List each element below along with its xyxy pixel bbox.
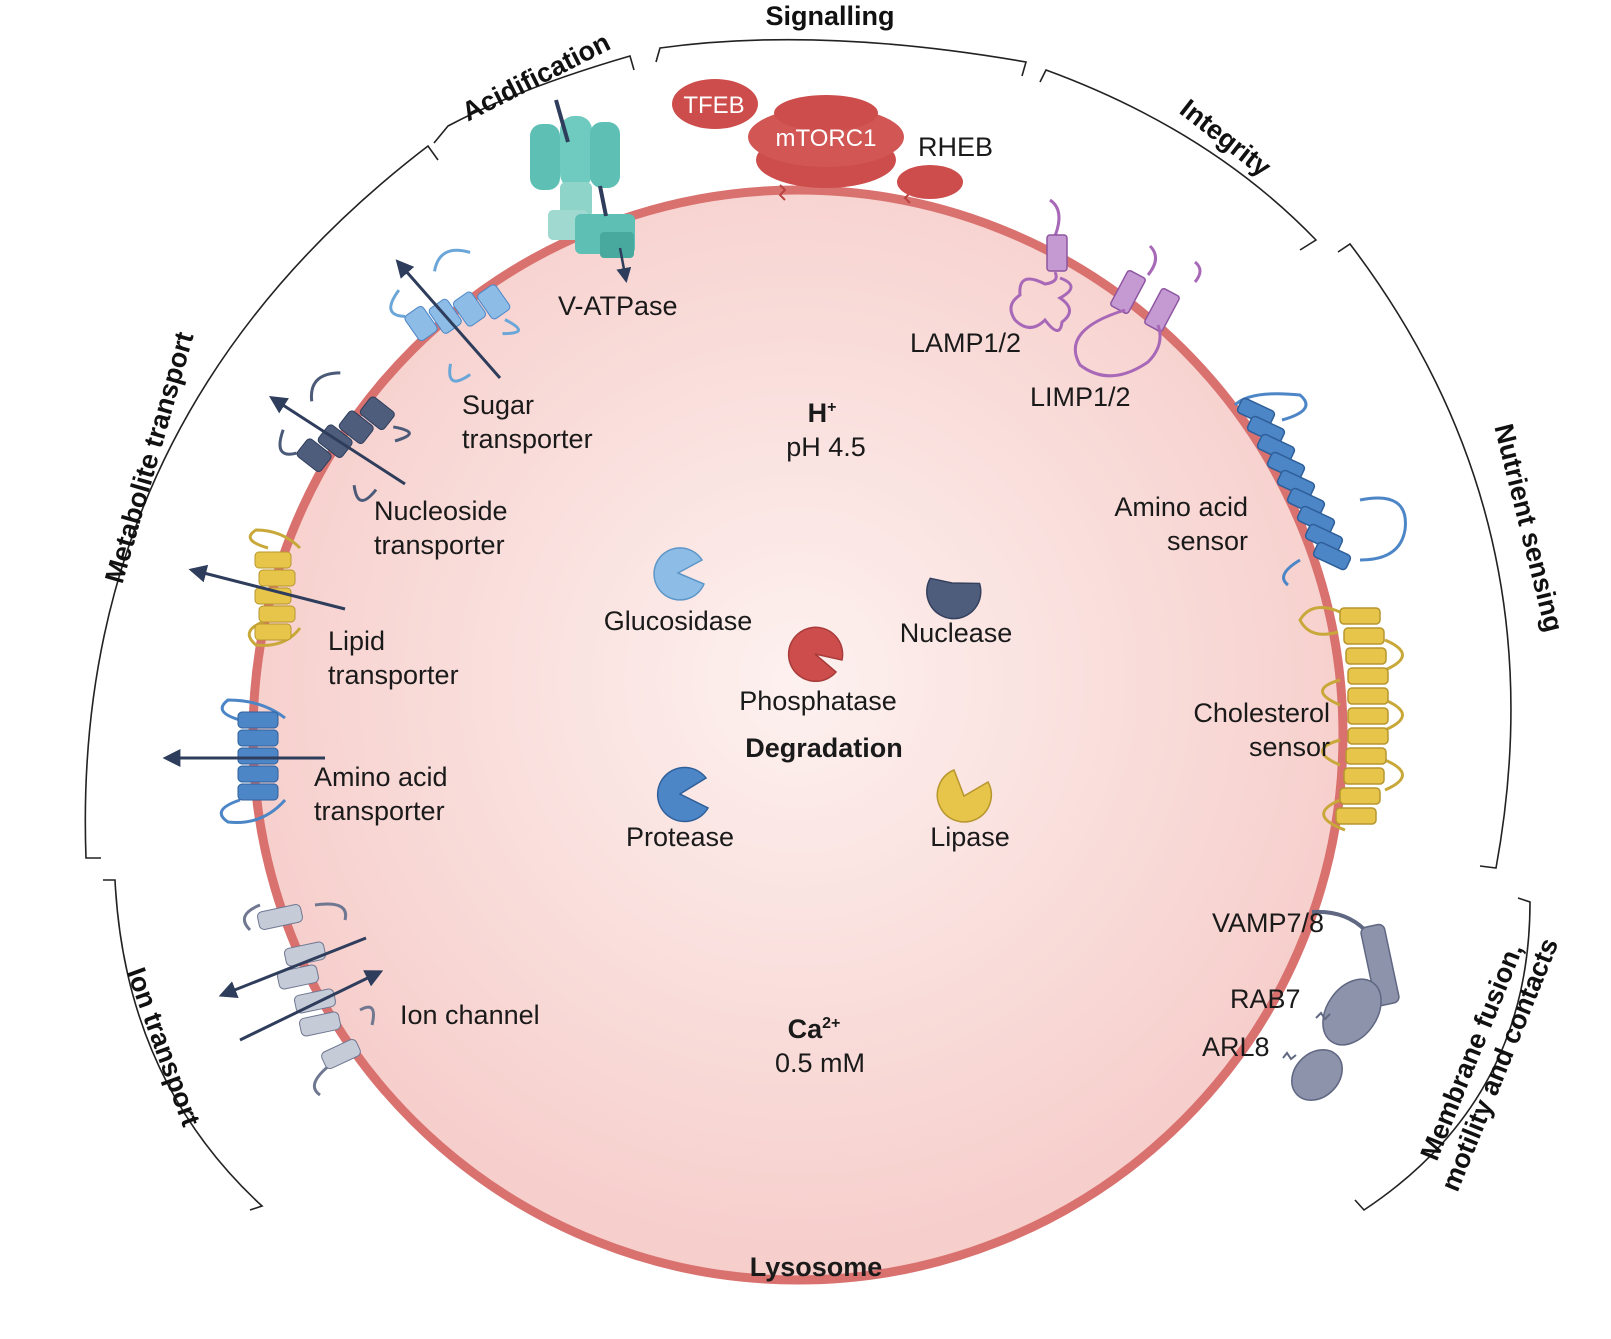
cholesterol-sensor-label-2: sensor xyxy=(1249,732,1330,762)
protease-label: Protease xyxy=(626,822,734,852)
ion-arrow-in xyxy=(239,970,384,1042)
tfeb-protein xyxy=(672,79,758,129)
sugar-transporter-label-2: transporter xyxy=(462,424,593,454)
amino-acid-transporter-protein xyxy=(219,698,287,825)
limp-protein xyxy=(1073,244,1202,378)
category-signalling: Signalling xyxy=(765,1,894,31)
phosphatase-label: Phosphatase xyxy=(739,686,897,716)
nucleoside-transporter-label-1: Nucleoside xyxy=(374,496,508,526)
arl8-protein xyxy=(1291,1049,1343,1101)
nucleoside-transport-arrow xyxy=(268,396,406,486)
ph-label: pH 4.5 xyxy=(786,432,866,462)
limp-label: LIMP1/2 xyxy=(1030,382,1131,412)
glucosidase-icon xyxy=(653,547,705,601)
bracket-signalling xyxy=(655,38,1028,77)
glucosidase-label: Glucosidase xyxy=(604,606,753,636)
sugar-transport-arrow xyxy=(395,259,502,379)
vatpase-protein xyxy=(530,99,635,283)
nuclease-icon xyxy=(926,577,982,620)
mtorc1-label: mTORC1 xyxy=(776,125,877,152)
mtorc1-top xyxy=(774,95,878,131)
amino-acid-sensor-label-1: Amino acid xyxy=(1114,492,1248,522)
cholesterol-sensor-label-1: Cholesterol xyxy=(1193,698,1330,728)
vamp-protein xyxy=(1360,923,1400,1007)
signalling-proteins xyxy=(672,79,963,204)
lamp-protein xyxy=(1009,198,1073,332)
amino-acid-sensor-protein xyxy=(1233,392,1407,587)
ion-channel-protein xyxy=(242,902,375,1097)
category-acidification: Acidification xyxy=(457,27,615,127)
category-nutrient-sensing: Nutrient sensing xyxy=(1488,421,1569,635)
calcium-label: Ca2+ xyxy=(788,1014,841,1044)
rheb-protein xyxy=(897,165,963,199)
nucleoside-transporter-label-2: transporter xyxy=(374,530,505,560)
category-brackets xyxy=(84,38,1531,1212)
category-metabolite-transport: Metabolite transport xyxy=(99,329,199,587)
lipid-transporter-protein xyxy=(247,528,302,647)
category-integrity: Integrity xyxy=(1174,93,1276,182)
degradation-label: Degradation xyxy=(745,733,903,763)
rab7-label: RAB7 xyxy=(1230,984,1301,1014)
lipase-icon xyxy=(936,769,993,823)
lamp-label: LAMP1/2 xyxy=(910,328,1021,358)
calcium-concentration-label: 0.5 mM xyxy=(775,1048,865,1078)
vamp-label: VAMP7/8 xyxy=(1212,908,1324,938)
phosphatase-icon xyxy=(787,626,844,682)
bracket-ion xyxy=(103,879,264,1211)
lipid-transporter-label-1: Lipid xyxy=(328,626,385,656)
tfeb-label: TFEB xyxy=(683,92,744,119)
bracket-membrane xyxy=(1354,897,1531,1212)
lysosome-title: Lysosome xyxy=(750,1252,883,1282)
membrane-fusion-proteins xyxy=(1282,909,1400,1101)
cholesterol-sensor-protein xyxy=(1298,606,1404,832)
bracket-metabolite xyxy=(84,144,439,859)
amino-acid-transporter-label-2: transporter xyxy=(314,796,445,826)
protease-icon xyxy=(656,766,710,823)
arl8-label: ARL8 xyxy=(1202,1032,1270,1062)
lipid-transport-arrow xyxy=(188,564,346,611)
nuclease-label: Nuclease xyxy=(900,618,1013,648)
bracket-integrity xyxy=(1039,69,1318,251)
vatpase-label: V-ATPase xyxy=(558,291,678,321)
amino-acid-sensor-label-2: sensor xyxy=(1167,526,1248,556)
ion-arrow-out xyxy=(218,936,367,999)
amino-acid-transporter-label-1: Amino acid xyxy=(314,762,448,792)
sugar-transporter-label-1: Sugar xyxy=(462,390,534,420)
nucleoside-transporter-protein xyxy=(278,371,411,502)
ion-channel-label: Ion channel xyxy=(400,1000,540,1030)
lipase-label: Lipase xyxy=(930,822,1010,852)
bracket-nutrient xyxy=(1337,242,1512,869)
lipid-transporter-label-2: transporter xyxy=(328,660,459,690)
rab7-protein xyxy=(1322,978,1382,1046)
bracket-acidification xyxy=(433,55,635,144)
proton-label: H+ xyxy=(808,398,837,428)
rheb-label: RHEB xyxy=(918,132,993,162)
category-ion-transport: Ion transport xyxy=(121,964,206,1131)
